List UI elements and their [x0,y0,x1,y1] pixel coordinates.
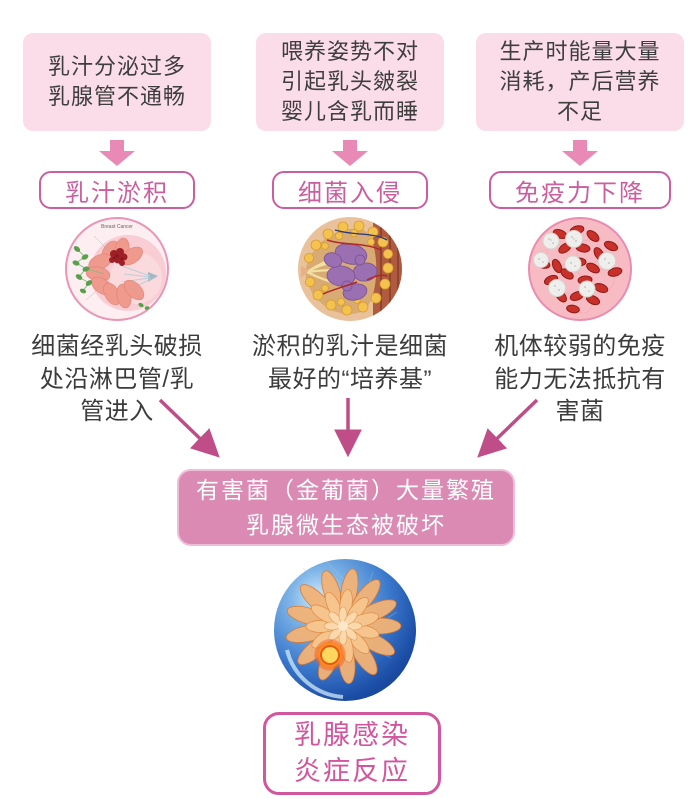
column-immunity-decline: 生产时能量大量 消耗，产后营养 不足 免疫力下降 [469,33,691,429]
converging-arrows [158,398,539,458]
desc-line: 最好的“培养基” [268,365,432,393]
cause-line: 喂养姿势不对 [280,39,419,65]
cause-line: 消耗，产后营养 [499,69,661,95]
desc-line: 管进入 [80,398,154,426]
column-milk-stasis: 乳汁分泌过多 乳腺管不通畅 乳汁淤积 [12,33,222,429]
description-text: 机体较弱的免疫 能力无法抵抗有 害菌 [494,331,666,429]
cause-line: 乳汁分泌过多 [47,54,186,80]
cause-line: 乳腺管不通畅 [47,84,186,109]
pill-milk-stasis: 乳汁淤积 [39,171,195,209]
arrow-right [477,398,539,458]
cause-line: 生产时能量大量 [499,39,661,65]
down-arrow-icon [332,140,368,166]
description-text: 细菌经乳头破损 处沿淋巴管/乳 管进入 [31,331,203,429]
outcome-box: 乳腺感染 炎症反应 [263,712,441,795]
breast-cross-section-illustration [298,217,402,321]
column-bacteria-invasion: 喂养姿势不对 引起乳头皴裂 婴儿含乳而睡 细菌入侵 [245,33,455,396]
result-line: 有害菌（金葡菌）大量繁殖 [196,477,496,503]
arrow-left [158,398,220,458]
desc-line: 能力无法抵抗有 [494,365,666,393]
description-text: 淤积的乳汁是细菌 最好的“培养基” [252,331,448,396]
result-line: 乳腺微生态被破坏 [246,511,446,538]
pill-immunity-decline: 免疫力下降 [489,171,671,209]
cause-box: 喂养姿势不对 引起乳头皴裂 婴儿含乳而睡 [256,33,444,131]
down-arrow-icon [99,140,135,166]
pill-bacteria-invasion: 细菌入侵 [272,171,428,209]
outcome-line: 乳腺感染 [294,720,410,751]
blood-cells-illustration [528,217,632,321]
illustration-caption: Breast Cancer [101,224,133,230]
cause-line: 引起乳头皴裂 [280,69,419,95]
cause-line: 不足 [556,98,603,124]
down-arrow-icon [562,140,598,166]
cause-line: 婴儿含乳而睡 [280,98,419,124]
cause-box: 生产时能量大量 消耗，产后营养 不足 [476,33,684,131]
cause-box: 乳汁分泌过多 乳腺管不通畅 [23,33,211,131]
desc-line: 害菌 [555,398,605,426]
breast-lymphatic-anatomy-illustration: Breast Cancer [65,217,169,321]
desc-line: 淤积的乳汁是细菌 [252,333,448,360]
desc-line: 处沿淋巴管/乳 [39,365,195,393]
desc-line: 细菌经乳头破损 [31,333,203,360]
desc-line: 机体较弱的免疫 [494,333,666,360]
outcome-line: 炎症反应 [294,755,410,786]
mammary-gland-3d-illustration [274,559,416,701]
result-box: 有害菌（金葡菌）大量繁殖 乳腺微生态被破坏 [177,469,515,546]
